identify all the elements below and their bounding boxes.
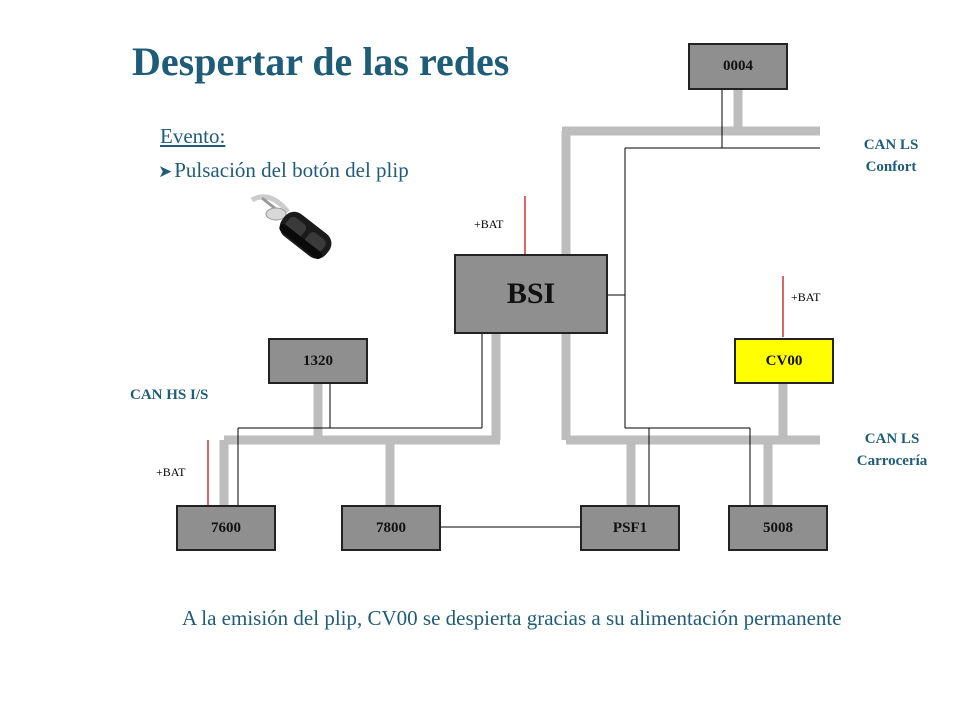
ecu-bsi: BSI [454,254,608,334]
ecu-5008: 5008 [728,505,828,551]
event-item-text: Pulsación del botón del plip [174,158,409,182]
network-label-hs: CAN HS I/S [130,387,209,403]
bat-label-bsi: +BAT [474,217,504,231]
ecu-0004: 0004 [688,43,788,90]
network-label-confort-line1: CAN LS [863,137,919,153]
ecu-7600: 7600 [176,505,276,551]
bat-label-7600: +BAT [156,465,186,479]
event-item: ➤Pulsación del botón del plip [158,158,409,183]
ecu-cv00: CV00 [734,338,834,384]
ecu-7800: 7800 [341,505,441,551]
page-title: Despertar de las redes [132,39,510,84]
can-hs-bus [219,334,501,505]
caption-text: A la emisión del plip, CV00 se despierta… [182,606,842,630]
network-label-carroceria-line1: CAN LS [864,431,920,447]
ecu-psf1: PSF1 [580,505,680,551]
battery-wires [207,196,784,505]
link-wires [237,90,820,528]
network-label-confort-line2: Confort [865,159,917,175]
car-remote-key-icon [250,194,332,260]
ecu-1320: 1320 [268,338,368,384]
can-ls-carroceria-bus [566,384,820,505]
network-label-confort: CAN LS Confort [846,134,936,178]
network-label-carroceria: CAN LS Carrocería [840,428,944,472]
network-label-carroceria-line2: Carrocería [856,453,928,469]
arrow-bullet-icon: ➤ [158,162,173,181]
event-label: Evento: [160,124,226,148]
bat-label-cv00: +BAT [791,290,821,304]
